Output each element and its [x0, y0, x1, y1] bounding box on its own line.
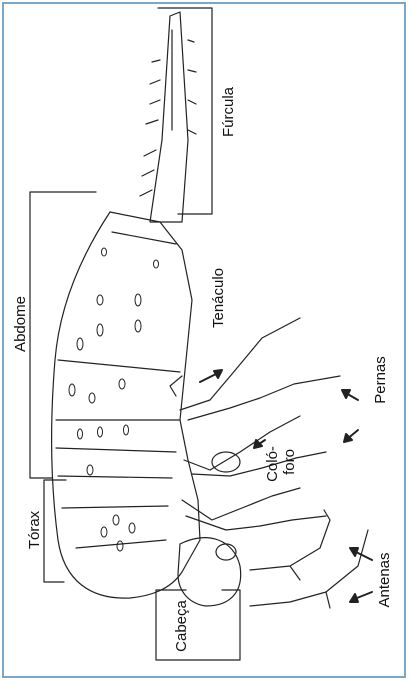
label-coloforo-2: foro	[281, 449, 298, 475]
label-abdome: Abdome	[12, 296, 29, 352]
bracket-torax	[44, 480, 66, 582]
abdomen-spots	[69, 248, 159, 551]
legs	[180, 318, 340, 530]
bracket-abdome	[30, 192, 96, 478]
arrows	[200, 370, 372, 602]
label-cabeca: Cabeça	[173, 599, 190, 651]
furcula-appendage	[140, 12, 196, 222]
label-coloforo-1: Coló-	[264, 446, 281, 482]
label-furcula: Fúrcula	[220, 86, 237, 137]
coloforo-structure	[212, 452, 240, 472]
label-pernas: Pernas	[372, 356, 389, 404]
tenaculo-structure	[170, 376, 182, 396]
label-torax: Tórax	[26, 510, 43, 549]
label-antenas: Antenas	[376, 552, 393, 607]
label-tenaculo: Tenáculo	[210, 268, 227, 328]
body-outline	[52, 212, 200, 598]
head-outline	[178, 538, 241, 606]
